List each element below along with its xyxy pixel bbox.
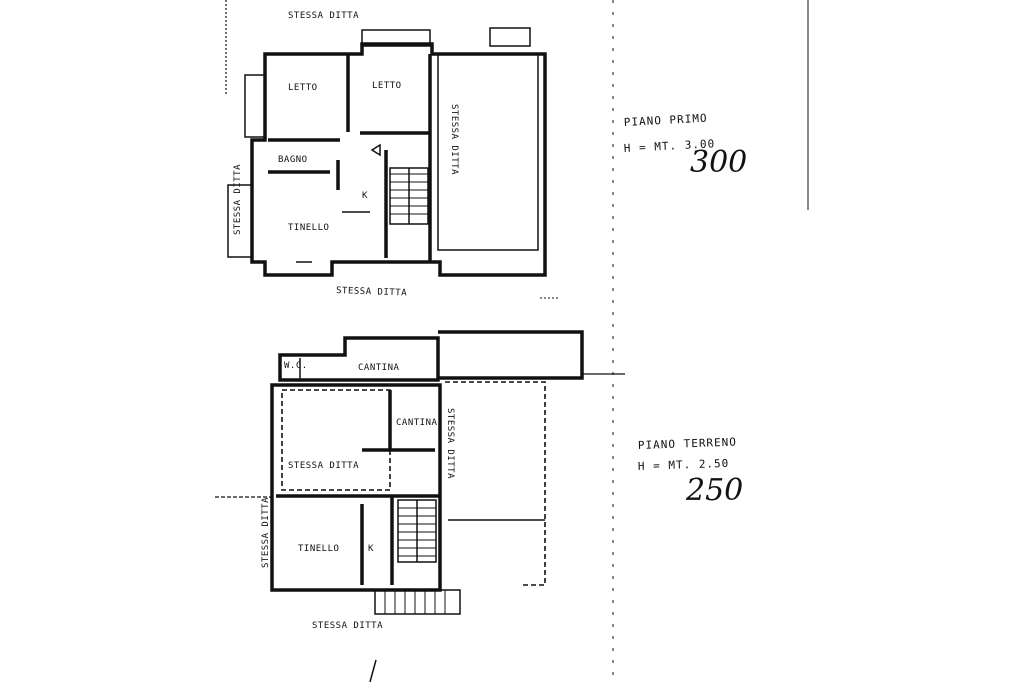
first-floor-balcony-left-lower (227, 184, 253, 258)
ground-floor-cantina-strip (278, 336, 440, 382)
ground-floor-plan (215, 330, 625, 615)
ground-floor-right-annex (445, 381, 546, 586)
ground-floor-entrance-steps (374, 589, 461, 615)
first-floor-right-room (437, 53, 539, 251)
ground-floor-height-handwritten: 250 (685, 473, 743, 508)
door-arrow (370, 143, 381, 157)
wc-mark: W.C. (284, 361, 308, 371)
ground-floor-boundary-bottom: STESSA DITTA (312, 621, 383, 631)
kitchen-mark: K (362, 191, 368, 201)
ground-floor-outer-wall (270, 383, 442, 592)
room-label-tinello-gf: TINELLO (298, 544, 339, 554)
first-floor-balcony-left (244, 74, 266, 138)
pen-mark (369, 659, 377, 682)
first-floor-height-handwritten: 300 (690, 145, 747, 180)
first-floor-boundary-left: STESSA DITTA (233, 164, 243, 235)
first-floor-boundary-right: STESSA DITTA (449, 104, 459, 175)
ground-floor-stairs (397, 499, 437, 563)
ground-floor-top-annex (438, 330, 584, 380)
first-floor-title: PIANO PRIMO (623, 112, 707, 129)
room-label-cantina-mid: CANTINA (396, 418, 438, 428)
first-floor-boundary-top: STESSA DITTA (288, 11, 359, 21)
room-label-stessa-ditta-inner: STESSA DITTA (288, 461, 359, 471)
room-label-tinello: TINELLO (288, 223, 329, 233)
room-label-letto-2: LETTO (372, 81, 402, 91)
room-label-bagno: BAGNO (278, 155, 308, 165)
ground-floor-boundary-right: STESSA DITTA (445, 408, 455, 479)
ground-floor-boundary-left: STESSA DITTA (261, 497, 271, 568)
kitchen-mark-gf: K (368, 544, 374, 554)
room-label-letto-1: LETTO (288, 83, 318, 93)
room-label-cantina-top: CANTINA (358, 363, 400, 373)
ground-floor-height: H = MT. 2.50 (638, 457, 730, 473)
ground-floor-title: PIANO TERRENO (638, 436, 737, 452)
first-floor-stairs (389, 167, 429, 225)
ground-floor-dashed-room (281, 389, 391, 491)
first-floor-balcony-right (489, 27, 531, 47)
first-floor-plan (227, 27, 547, 277)
first-floor-height: H = MT. 3.00 (623, 137, 715, 155)
first-floor-balcony-top (361, 29, 431, 47)
first-floor-boundary-bottom: STESSA DITTA (336, 286, 407, 298)
